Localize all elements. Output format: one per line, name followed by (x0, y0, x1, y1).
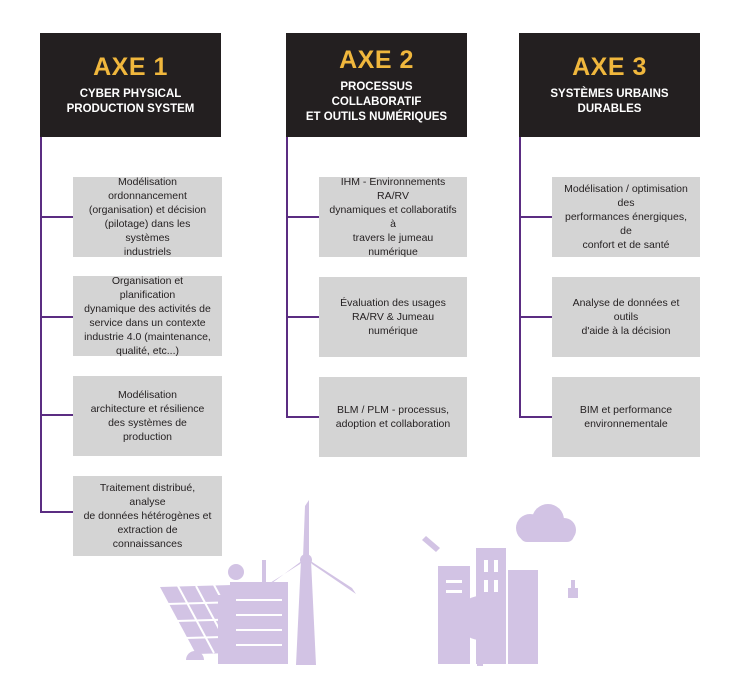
axis-2-item-3: BLM / PLM - processus, adoption et colla… (319, 377, 467, 457)
axis-1-branch-2 (40, 316, 73, 318)
axis-2-branch-3 (286, 416, 319, 418)
axis-3-item-3: BIM et performance environnementale (552, 377, 700, 457)
axis-2-item-2: Évaluation des usages RA/RV & Jumeau num… (319, 277, 467, 357)
axis-1-item-3: Modélisation architecture et résilience … (73, 376, 222, 456)
axis-1-item-1: Modélisation ordonnancement (organisatio… (73, 176, 222, 258)
axis-1-item-4: Traitement distribué, analyse de données… (73, 476, 222, 556)
axis-3-header: AXE 3 SYSTÈMES URBAINS DURABLES (519, 33, 700, 137)
axis-2-title: AXE 2 (339, 45, 414, 74)
axis-2-branch-1 (286, 216, 319, 218)
axis-3-branch-1 (519, 216, 552, 218)
axis-1-branch-1 (40, 216, 73, 218)
satellite-dish-icon (218, 560, 288, 664)
axis-1-item-2: Organisation et planification dynamique … (73, 275, 222, 357)
illustration (160, 500, 578, 666)
axis-1-title: AXE 1 (93, 53, 168, 81)
axis-2-item-1: IHM - Environnements RA/RV dynamiques et… (319, 176, 467, 258)
axis-3-branch-2 (519, 316, 552, 318)
axis-1-header: AXE 1 CYBER PHYSICAL PRODUCTION SYSTEM (40, 33, 221, 137)
tree-icon (458, 596, 502, 666)
axis-3-connector (519, 137, 521, 418)
axis-2-branch-2 (286, 316, 319, 318)
axis-3-item-1: Modélisation / optimisation des performa… (552, 177, 700, 257)
axis-1-connector (40, 137, 42, 512)
axis-1-branch-3 (40, 414, 73, 416)
axis-2-connector (286, 137, 288, 418)
cloud-icon (516, 504, 576, 542)
axis-3-item-2: Analyse de données et outils d'aide à la… (552, 277, 700, 357)
axis-2-header: AXE 2 PROCESSUS COLLABORATIF ET OUTILS N… (286, 33, 467, 137)
axis-1-branch-4 (40, 511, 73, 513)
axis-3-subtitle: SYSTÈMES URBAINS DURABLES (550, 88, 669, 115)
axis-3-title: AXE 3 (572, 53, 647, 81)
axis-3-branch-3 (519, 416, 552, 418)
wind-turbine-icon (262, 500, 356, 665)
axis-2-subtitle: PROCESSUS COLLABORATIF ET OUTILS NUMÉRIQ… (305, 80, 448, 123)
axis-1-subtitle: CYBER PHYSICAL PRODUCTION SYSTEM (66, 88, 195, 115)
